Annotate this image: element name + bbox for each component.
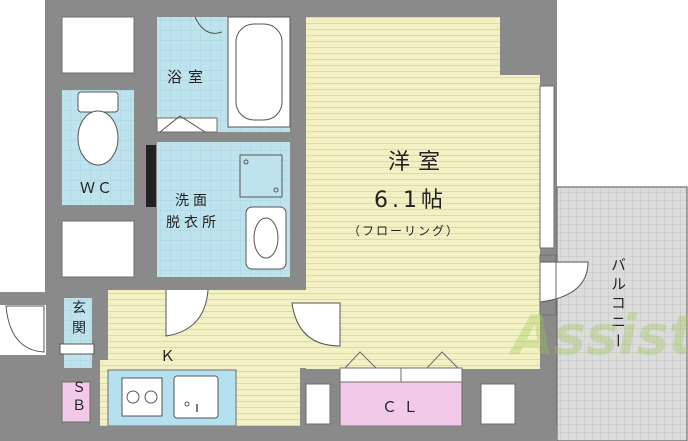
toilet-bowl xyxy=(77,110,119,166)
bottom-wall-left xyxy=(45,426,557,441)
entrance-floor xyxy=(64,298,92,368)
closet-door-arc-right xyxy=(426,351,459,369)
western-room-corner-wall xyxy=(500,17,540,75)
vanity-bowl xyxy=(253,217,279,259)
bath-door-arc xyxy=(159,115,206,133)
closet-area xyxy=(339,381,463,427)
washroom-label: 洗面 脱衣所 xyxy=(166,193,220,231)
bath-label: 浴室 xyxy=(167,68,210,86)
balcony-door-arc xyxy=(539,261,589,303)
watermark-logo: Assist xyxy=(512,304,688,367)
kitchen-sink xyxy=(173,375,219,419)
balcony-area xyxy=(557,187,687,441)
western-room-floor xyxy=(306,17,540,369)
western-door-arc xyxy=(291,302,341,347)
washing-machine-space xyxy=(239,154,283,198)
burner-right xyxy=(144,390,158,404)
western-room-label: 洋室 xyxy=(388,150,449,175)
closet-door-arc-left xyxy=(344,351,377,369)
entrance-door-arc xyxy=(5,305,45,353)
storage-bottom-right xyxy=(480,383,516,425)
shoe-box-label: ＳＢ xyxy=(70,380,86,416)
entrance-label: 玄関 xyxy=(70,300,86,340)
balcony-door-frame xyxy=(539,254,557,316)
entrance-step xyxy=(59,343,95,355)
closet-label: ＣＬ xyxy=(382,398,425,416)
western-room-size: 6.1帖 xyxy=(374,188,447,213)
window-right xyxy=(539,85,555,249)
washroom-wall-strip xyxy=(146,145,156,207)
kitchen-door-arc xyxy=(165,289,209,337)
shower-arc xyxy=(194,16,223,34)
kitchen-label: Ｋ xyxy=(160,347,182,365)
storage-top-left xyxy=(61,16,135,74)
washing-machine-dot-2 xyxy=(273,187,279,193)
closet-door-left xyxy=(339,367,402,383)
toilet-tank xyxy=(77,91,119,113)
storage-bottom-left xyxy=(61,381,91,423)
burner-left xyxy=(126,390,140,404)
sink-drain xyxy=(184,401,190,407)
stove xyxy=(121,377,163,417)
closet-door-right xyxy=(400,367,463,383)
washing-machine-dot xyxy=(243,159,249,165)
balcony-frame xyxy=(556,186,688,441)
storage-bottom-mid xyxy=(305,383,331,425)
balcony-label: バルコニー xyxy=(609,257,627,352)
vanity-basin xyxy=(245,206,287,270)
western-room-flooring: （フローリング） xyxy=(348,224,461,238)
storage-mid-left xyxy=(61,220,135,278)
wc-label: ＷＣ xyxy=(80,179,115,197)
kitchen-floor xyxy=(108,290,306,368)
bath-door xyxy=(156,117,218,133)
bathtub-inner xyxy=(235,23,283,121)
